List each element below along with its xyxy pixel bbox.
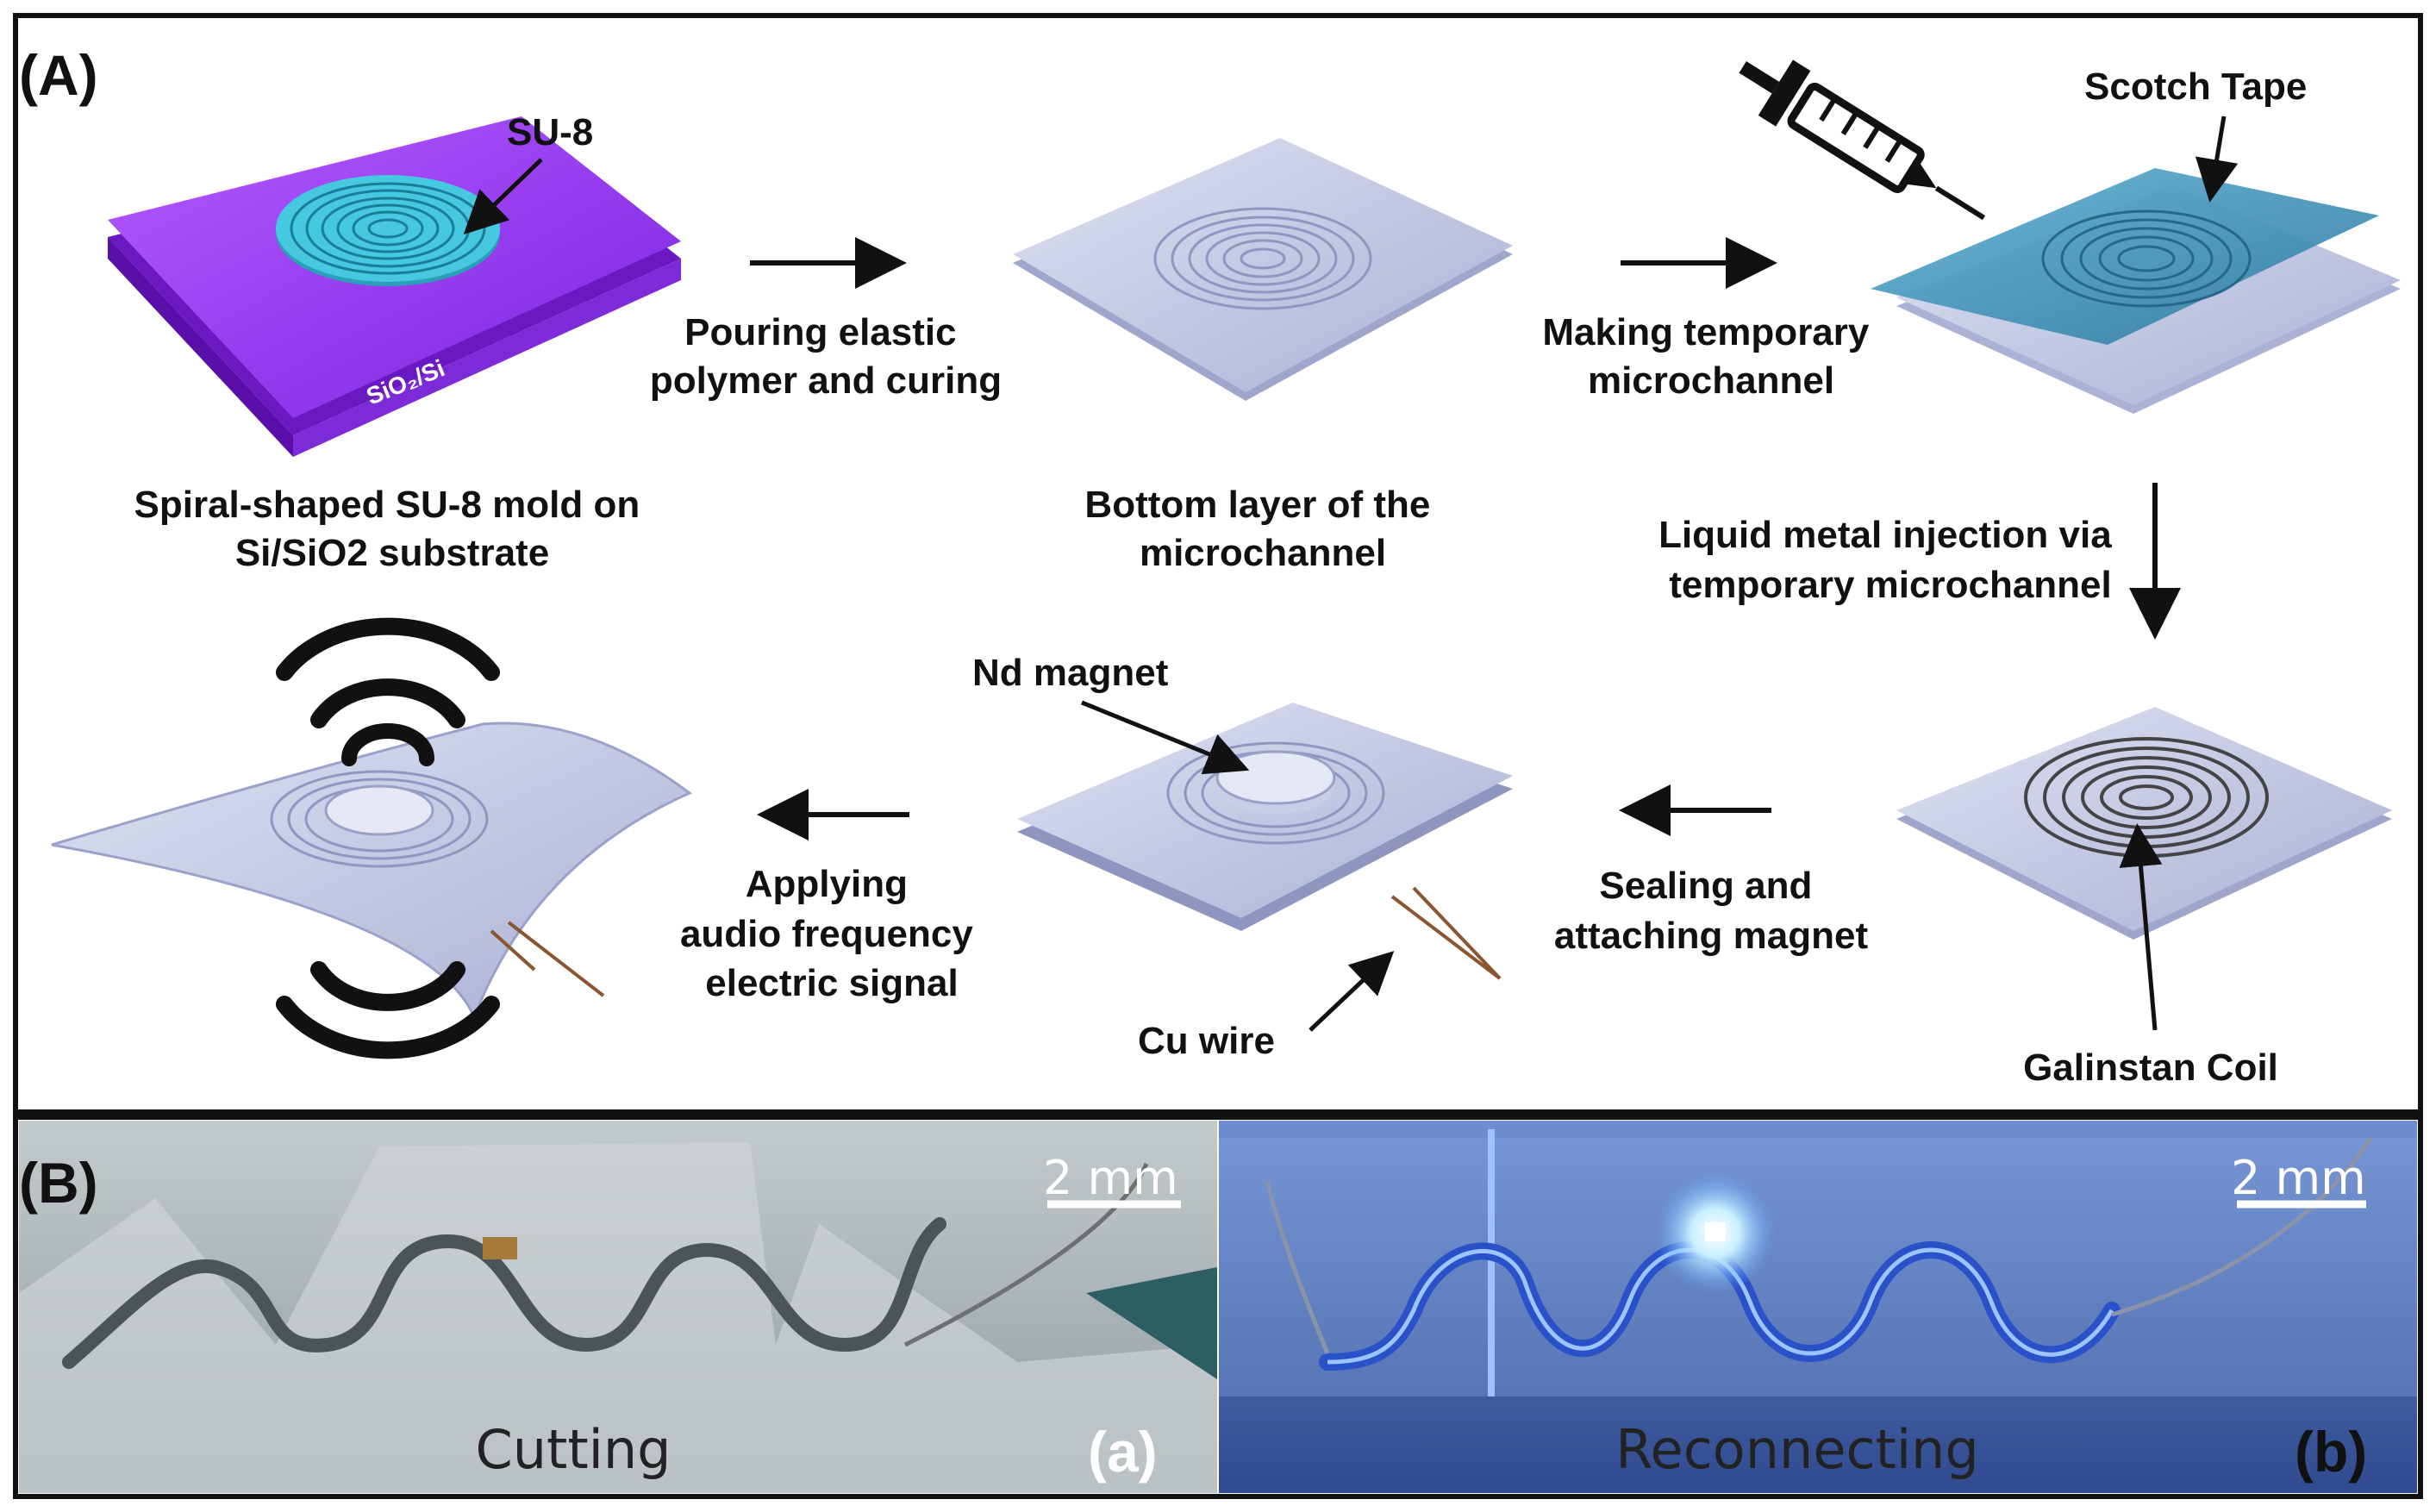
photo-reconnecting xyxy=(1219,1121,2417,1493)
caption-step3: Liquid metal injection via temporary mic… xyxy=(1658,514,2122,606)
su8-label: SU-8 xyxy=(507,111,593,153)
photo-tag-a: (a) xyxy=(1088,1420,1158,1484)
galinstan-coil-label: Galinstan Coil xyxy=(2023,1047,2278,1089)
panel-a-tag: (A) xyxy=(19,43,98,107)
caption-step5: Applying audio frequency electric signal xyxy=(680,863,984,1004)
scale-label-b: 2 mm xyxy=(2231,1151,2366,1205)
caption-bottom-layer: Bottom layer of the microchannel xyxy=(1084,484,1440,574)
caption-mold: Spiral-shaped SU-8 mold on Si/SiO2 subst… xyxy=(134,484,651,574)
caption-step1: Pouring elastic polymer and curing xyxy=(650,311,1002,402)
syringe-icon xyxy=(1739,59,1986,221)
caption-step2: Making temporary microchannel xyxy=(1542,311,1879,402)
photo-caption-cutting: Cutting xyxy=(475,1418,671,1481)
photo-tag-b: (b) xyxy=(2295,1420,2367,1484)
su8-pointer xyxy=(463,158,543,234)
cu-wire-label: Cu wire xyxy=(1138,1020,1275,1062)
sound-wave-bottom-icon xyxy=(276,961,500,1059)
cu-wire-pointer xyxy=(1309,951,1395,1032)
speaker-illustration xyxy=(51,722,692,1022)
bottom-layer-illustration xyxy=(1013,138,1513,401)
photo-cutting xyxy=(19,1121,1217,1493)
nd-magnet-pointer xyxy=(1081,700,1250,775)
sound-wave-top-icon xyxy=(276,617,500,766)
su8-mold-illustration: SiO₂/Si xyxy=(108,116,681,457)
photo-caption-reconnecting: Reconnecting xyxy=(1615,1418,1978,1481)
nd-magnet-label: Nd magnet xyxy=(972,652,1169,694)
panel-b-tag: (B) xyxy=(19,1151,98,1215)
scale-label-a: 2 mm xyxy=(1043,1151,1178,1205)
scotch-tape-illustration xyxy=(1871,168,2401,414)
nd-magnet-illustration xyxy=(1017,703,1513,980)
galinstan-pointer xyxy=(2119,823,2163,1031)
scotch-tape-label: Scotch Tape xyxy=(2084,66,2307,108)
scotch-tape-pointer xyxy=(2195,116,2239,203)
caption-step4: Sealing and attaching magnet xyxy=(1554,865,1869,957)
